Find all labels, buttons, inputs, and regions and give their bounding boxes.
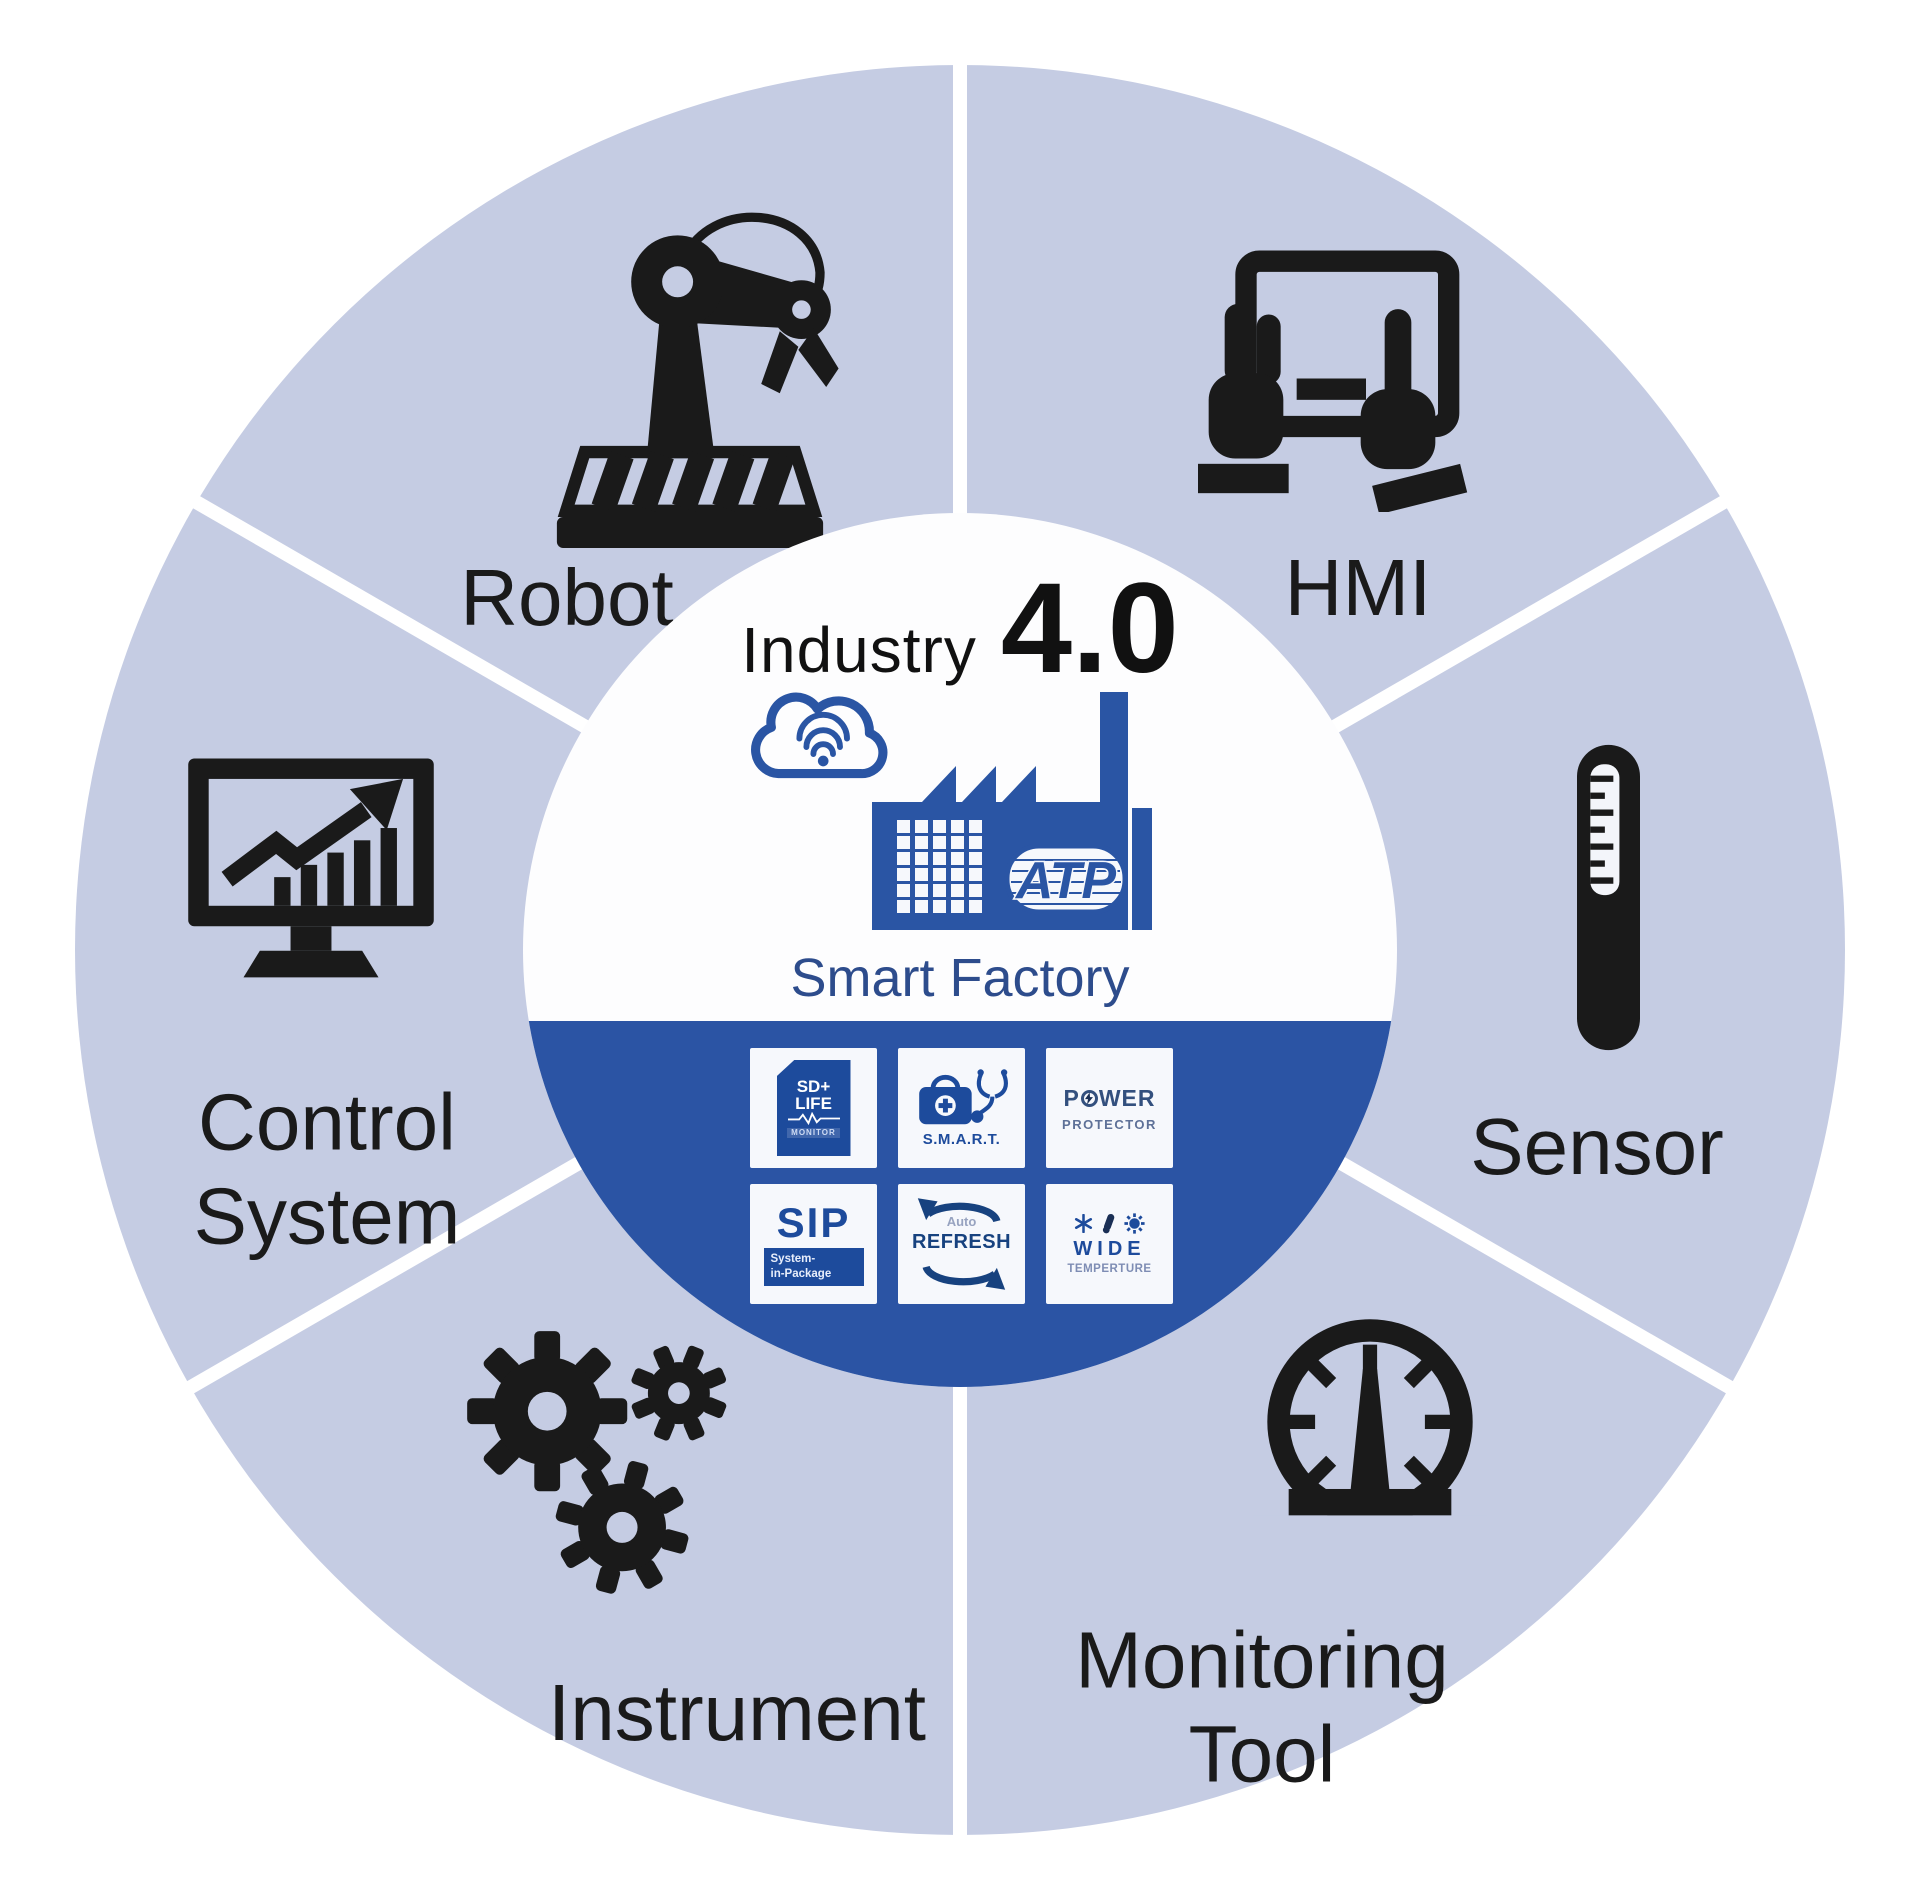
sip-sub-line1: System- <box>770 1253 816 1266</box>
segment-label-control-system: Control System <box>193 1077 461 1261</box>
cloud-wifi-icon <box>751 692 888 779</box>
title-word: Industry <box>741 614 977 686</box>
power-word-end: WER <box>1098 1084 1156 1111</box>
feature-sd-life-monitor: SD+ LIFE MONITOR <box>750 1048 877 1168</box>
power-word-start: P <box>1063 1084 1080 1111</box>
monitor-chart-icon <box>188 758 434 978</box>
lightning-o-icon <box>1080 1089 1098 1107</box>
refresh-arrows-icon <box>917 1198 1006 1290</box>
first-aid-stethoscope-icon <box>918 1068 1008 1124</box>
wide-temp-icons <box>1074 1213 1145 1234</box>
smart-label: S.M.A.R.T. <box>922 1130 1001 1148</box>
sun-icon <box>1124 1213 1145 1234</box>
gauge-icon <box>1252 1319 1488 1546</box>
atp-logo: ATP <box>1004 843 1128 915</box>
feature-power-protector: P WER PROTECTOR <box>1046 1048 1173 1168</box>
segment-label-robot: Robot <box>460 552 674 642</box>
segment-label-sensor: Sensor <box>1470 1101 1724 1191</box>
title-version: 4.0 <box>1000 557 1179 700</box>
segment-label-instrument: Instrument <box>548 1667 926 1757</box>
feature-smart: S.M.A.R.T. <box>898 1048 1025 1168</box>
center-circle: Industry 4.0 <box>523 513 1397 1387</box>
thermometer-icon <box>1577 744 1640 1051</box>
mini-thermometer-icon <box>1102 1213 1115 1234</box>
sd-line2: LIFE <box>795 1093 832 1113</box>
atp-logo-text: ATP <box>1014 852 1116 910</box>
refresh-label: REFRESH <box>911 1231 1012 1253</box>
smart-factory-icon: ATP <box>872 692 1152 930</box>
sd-footer: MONITOR <box>787 1128 840 1139</box>
segment-label-monitoring-tool: Monitoring Tool <box>1075 1615 1449 1799</box>
feature-auto-refresh: Auto REFRESH <box>898 1184 1025 1304</box>
waveform-icon <box>787 1112 840 1126</box>
auto-label: Auto <box>946 1214 977 1229</box>
temperture-label: TEMPERTURE <box>1067 1263 1152 1275</box>
segment-label-hmi: HMI <box>1284 542 1432 632</box>
smart-factory-subtitle: Smart Factory <box>790 948 1130 1008</box>
snowflake-icon <box>1074 1214 1093 1233</box>
sip-label: SIP <box>776 1199 851 1247</box>
feature-tiles: SD+ LIFE MONITOR <box>750 1048 1173 1304</box>
sip-sub-box: System- in-Package <box>763 1248 864 1286</box>
hmi-tablet-hands-icon <box>1198 250 1468 512</box>
power-word: P WER <box>1063 1085 1155 1112</box>
sd-line1: SD+ <box>796 1076 831 1096</box>
robot-arm-icon <box>556 212 839 548</box>
feature-sip: SIP System- in-Package <box>750 1184 877 1304</box>
sd-card-icon: SD+ LIFE MONITOR <box>776 1060 851 1156</box>
protector-label: PROTECTOR <box>1062 1116 1157 1132</box>
feature-wide-temperture: WIDE TEMPERTURE <box>1046 1184 1173 1304</box>
sip-sub-line2: in-Package <box>770 1268 832 1280</box>
title-industry-4-0: Industry 4.0 <box>523 555 1397 702</box>
wide-label: WIDE <box>1073 1238 1146 1260</box>
